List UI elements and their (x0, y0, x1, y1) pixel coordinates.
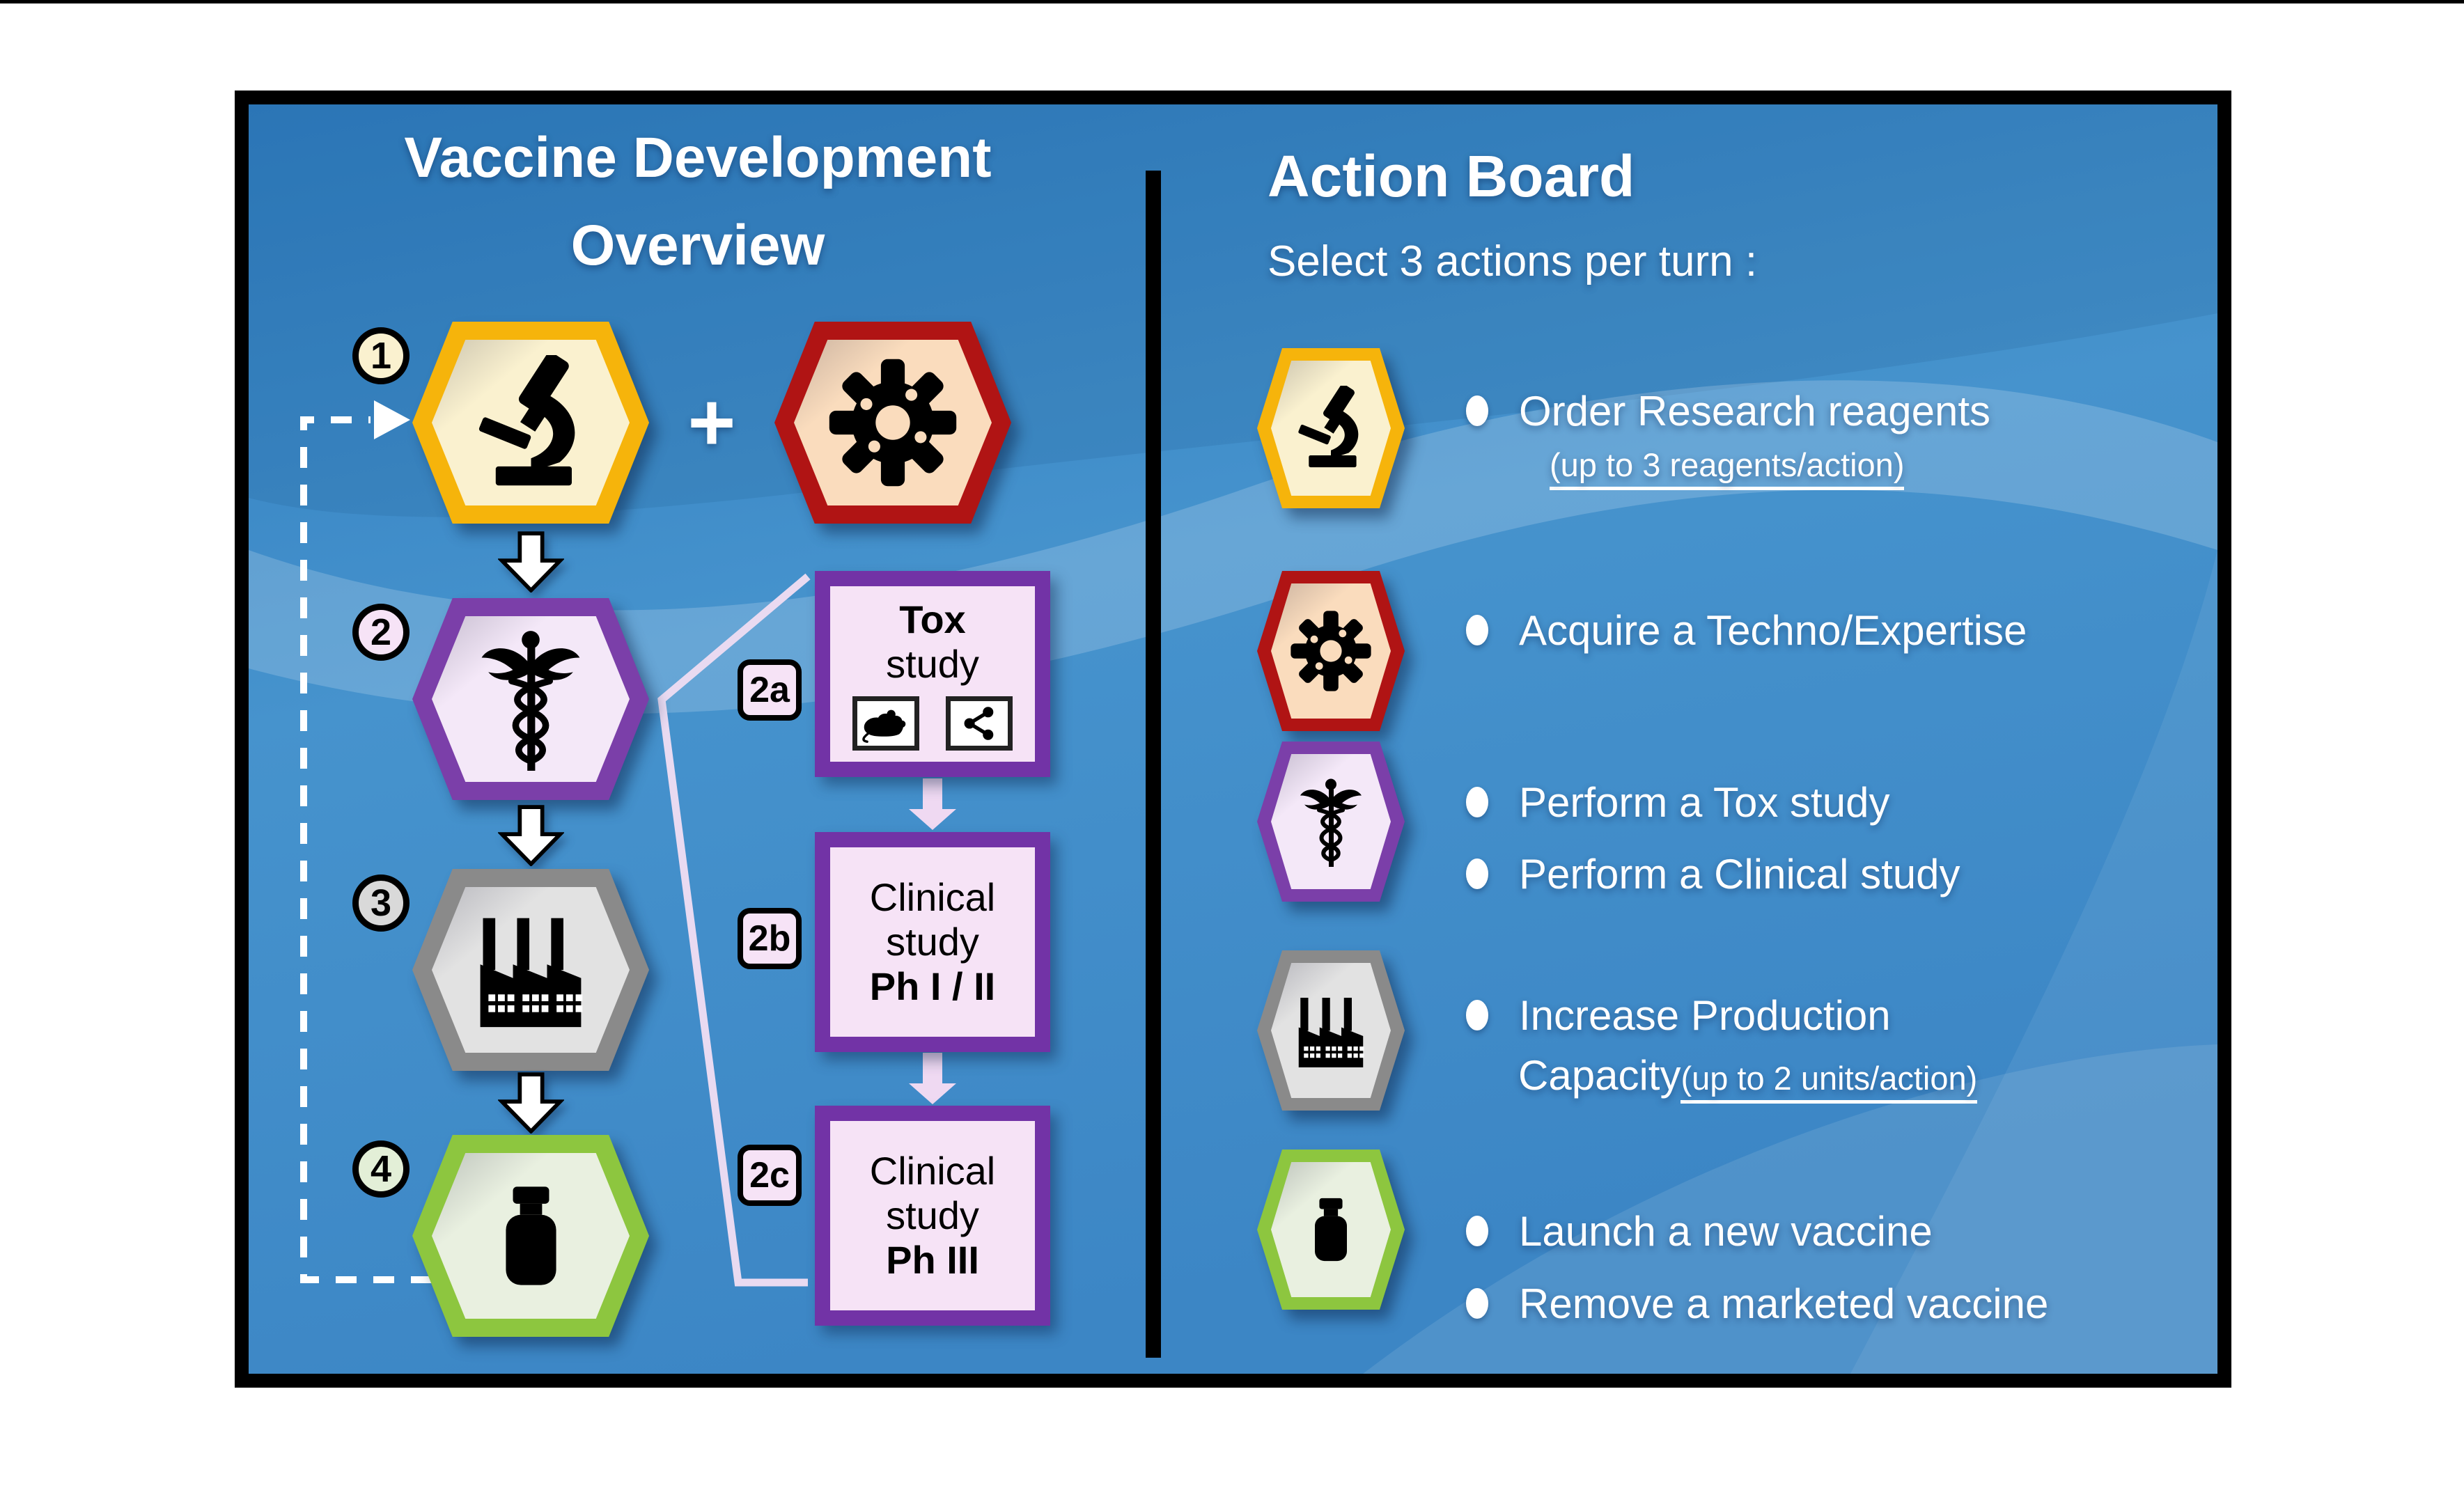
bullet-icon (1466, 395, 1488, 426)
step-number-2: 2 (352, 604, 410, 661)
action-hex-research (1257, 348, 1405, 508)
bullet-icon (1466, 1000, 1488, 1030)
step-hex-vaccine (412, 1135, 649, 1337)
bullet-icon (1466, 787, 1488, 817)
clinical-ph12-box: Clinical study Ph I / II (815, 832, 1050, 1052)
bullet-icon (1466, 858, 1488, 889)
action-hex-techno (1257, 571, 1405, 731)
action-hex-production (1257, 950, 1405, 1111)
step-number-4: 4 (352, 1140, 410, 1198)
mouse-icon (862, 708, 907, 743)
action-order-reagents: Order Research reagents (1466, 376, 1990, 446)
tag-2a: 2a (738, 659, 802, 721)
tox-study-line2: study (886, 642, 979, 686)
caduceus-icon (1296, 776, 1366, 867)
factory-icon (480, 918, 583, 1028)
game-board-panel: Vaccine Development Overview 1 2 3 4 + (235, 91, 2231, 1388)
step-hex-production (412, 869, 649, 1071)
clinical-ph3-box: Clinical study Ph III (815, 1106, 1050, 1326)
microscope-icon (1297, 386, 1359, 468)
action-launch-vaccine: Launch a new vaccine (1466, 1196, 1933, 1266)
top-border-line (0, 0, 2464, 3)
action-perform-clinical: Perform a Clinical study (1466, 839, 1960, 909)
factory-icon (1298, 997, 1364, 1067)
ph12-line2: study (886, 920, 979, 964)
action-perform-tox: Perform a Tox study (1466, 767, 1889, 837)
ph12-line1: Clinical (869, 875, 996, 919)
tox-study-line1: Tox (899, 597, 966, 641)
gear-icon (829, 359, 957, 487)
step-number-3: 3 (352, 875, 410, 932)
share-chip (946, 696, 1013, 751)
panel-divider (1146, 171, 1161, 1358)
bottle-icon (1315, 1198, 1347, 1262)
connector-lines-overlay (300, 400, 956, 1287)
bullet-icon (1466, 615, 1488, 645)
animal-model-chip (852, 696, 919, 751)
feedback-loop-dashed-line (300, 416, 432, 1283)
ph3-line2: study (886, 1193, 979, 1237)
ph3-line3: Ph III (886, 1238, 979, 1282)
flow-arrow-down-3 (498, 1072, 564, 1134)
step-number-1: 1 (352, 327, 410, 384)
action-order-reagents-note: (up to 3 reagents/action) (1550, 440, 1905, 496)
tox-to-ph12-arrow (909, 778, 956, 830)
bullet-icon (1466, 1288, 1488, 1319)
action-hex-vaccine (1257, 1150, 1405, 1310)
study-bracket-line (657, 573, 811, 1287)
action-acquire-techno: Acquire a Techno/Expertise (1466, 595, 2027, 665)
step-hex-studies (412, 598, 649, 800)
feedback-loop-arrowhead (374, 400, 410, 439)
caduceus-icon (475, 628, 586, 771)
microscope-icon (478, 354, 575, 485)
action-increase-production: Increase Production (1466, 980, 1891, 1050)
tox-study-box: Tox study (815, 571, 1050, 777)
bottle-icon (505, 1186, 556, 1285)
techno-hex (774, 322, 1011, 524)
left-panel-title-line2: Overview (570, 214, 825, 277)
flow-arrow-down-1 (498, 531, 564, 593)
ph12-to-ph3-arrow (909, 1053, 956, 1104)
action-increase-production-line2: Capacity (up to 2 units/action) (1518, 1051, 1978, 1121)
action-board-title: Action Board (1268, 143, 1635, 209)
ph12-line3: Ph I / II (869, 964, 996, 1008)
ph3-line1: Clinical (869, 1149, 996, 1193)
share-icon (959, 703, 999, 744)
action-board-subtitle: Select 3 actions per turn : (1268, 237, 1758, 285)
action-remove-vaccine: Remove a marketed vaccine (1466, 1269, 2048, 1338)
left-panel-title-line1: Vaccine Development (404, 126, 992, 189)
flow-arrow-down-2 (498, 805, 564, 866)
action-hex-studies (1257, 742, 1405, 902)
gear-icon (1291, 611, 1371, 691)
plus-sign: + (687, 377, 736, 469)
step-hex-research (412, 322, 649, 524)
tag-2c: 2c (738, 1145, 802, 1206)
bullet-icon (1466, 1216, 1488, 1246)
tag-2b: 2b (738, 908, 802, 969)
